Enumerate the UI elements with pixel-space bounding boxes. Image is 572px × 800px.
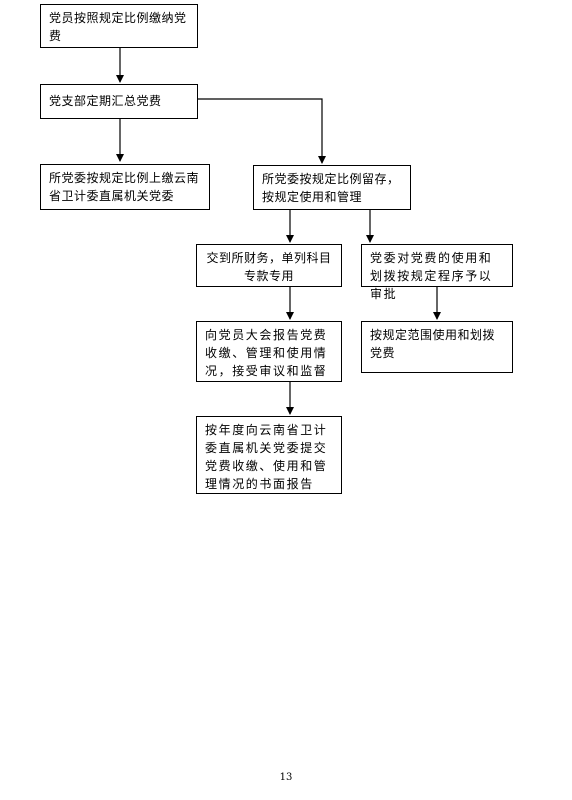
step4-right-approval-box: 党委对党费的使用和划拨按规定程序予以审批: [361, 244, 513, 301]
step3-left-remit-box: 所党委按规定比例上缴云南省卫计委直属机关党委: [40, 164, 210, 210]
step2-branch-summary-box: 党支部定期汇总党费: [40, 84, 198, 119]
arrow-step2-to-step3-right: [198, 98, 326, 164]
step5-left-report-box: 向党员大会报告党费收缴、管理和使用情况，接受审议和监督: [196, 321, 342, 382]
page-number: 13: [279, 772, 293, 783]
step5-right-usage-box: 按规定范围使用和划拨党费: [361, 321, 513, 373]
step4-left-finance-box: 交到所财务，单列科目专款专用: [196, 244, 342, 287]
step1-pay-dues-box: 党员按照规定比例缴纳党费: [40, 4, 198, 48]
step6-left-annual-report-box: 按年度向云南省卫计委直属机关党委提交党费收缴、使用和管理情况的书面报告: [196, 416, 342, 494]
step3-right-retain-box: 所党委按规定比例留存，按规定使用和管理: [253, 165, 411, 210]
